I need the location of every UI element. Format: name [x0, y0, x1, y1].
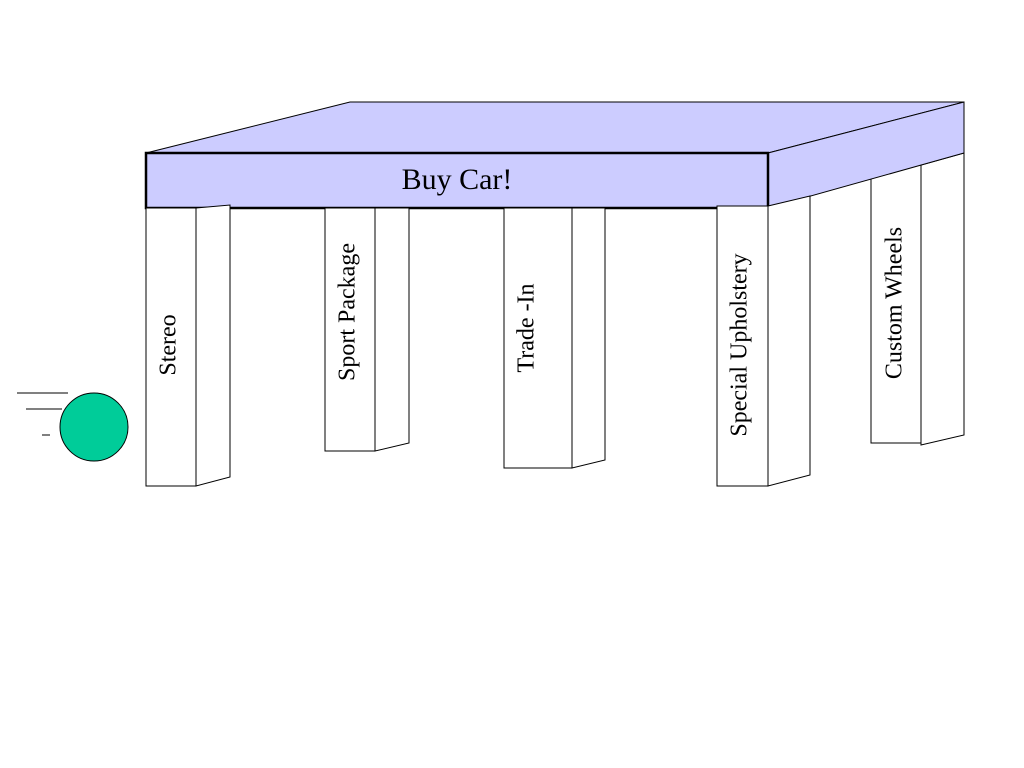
leg-custom-wheels-front [870, 164, 922, 444]
leg-sport-package-front [324, 207, 376, 452]
leg-stereo-front [145, 207, 197, 487]
leg-sport-package-side [374, 207, 410, 452]
leg-label-special-upholstery: Special Upholstery [727, 253, 753, 436]
leg-trade-in-side [571, 207, 606, 469]
leg-label-sport-package: Sport Package [335, 243, 361, 381]
table-top-label: Buy Car! [402, 163, 513, 196]
leg-trade-in-front [503, 207, 573, 469]
leg-label-stereo: Stereo [156, 314, 182, 375]
leg-special-upholstery-side [767, 195, 811, 487]
leg-label-custom-wheels: Custom Wheels [882, 227, 908, 379]
rolling-ball [17, 392, 129, 462]
leg-label-trade-in: Trade -In [514, 283, 540, 372]
ball-circle [59, 392, 129, 462]
leg-custom-wheels-side [920, 152, 965, 446]
table-top-front-edge [144, 151, 770, 210]
leg-stereo: Stereo [145, 204, 231, 487]
leg-stereo-side [195, 204, 231, 487]
leg-special-upholstery-front [716, 205, 769, 487]
leg-special-upholstery: Special Upholstery [716, 195, 811, 487]
table-top: Buy Car! [144, 101, 965, 210]
leg-custom-wheels: Custom Wheels [870, 152, 965, 446]
leg-sport-package: Sport Package [324, 207, 410, 452]
leg-trade-in: Trade -In [503, 207, 606, 469]
